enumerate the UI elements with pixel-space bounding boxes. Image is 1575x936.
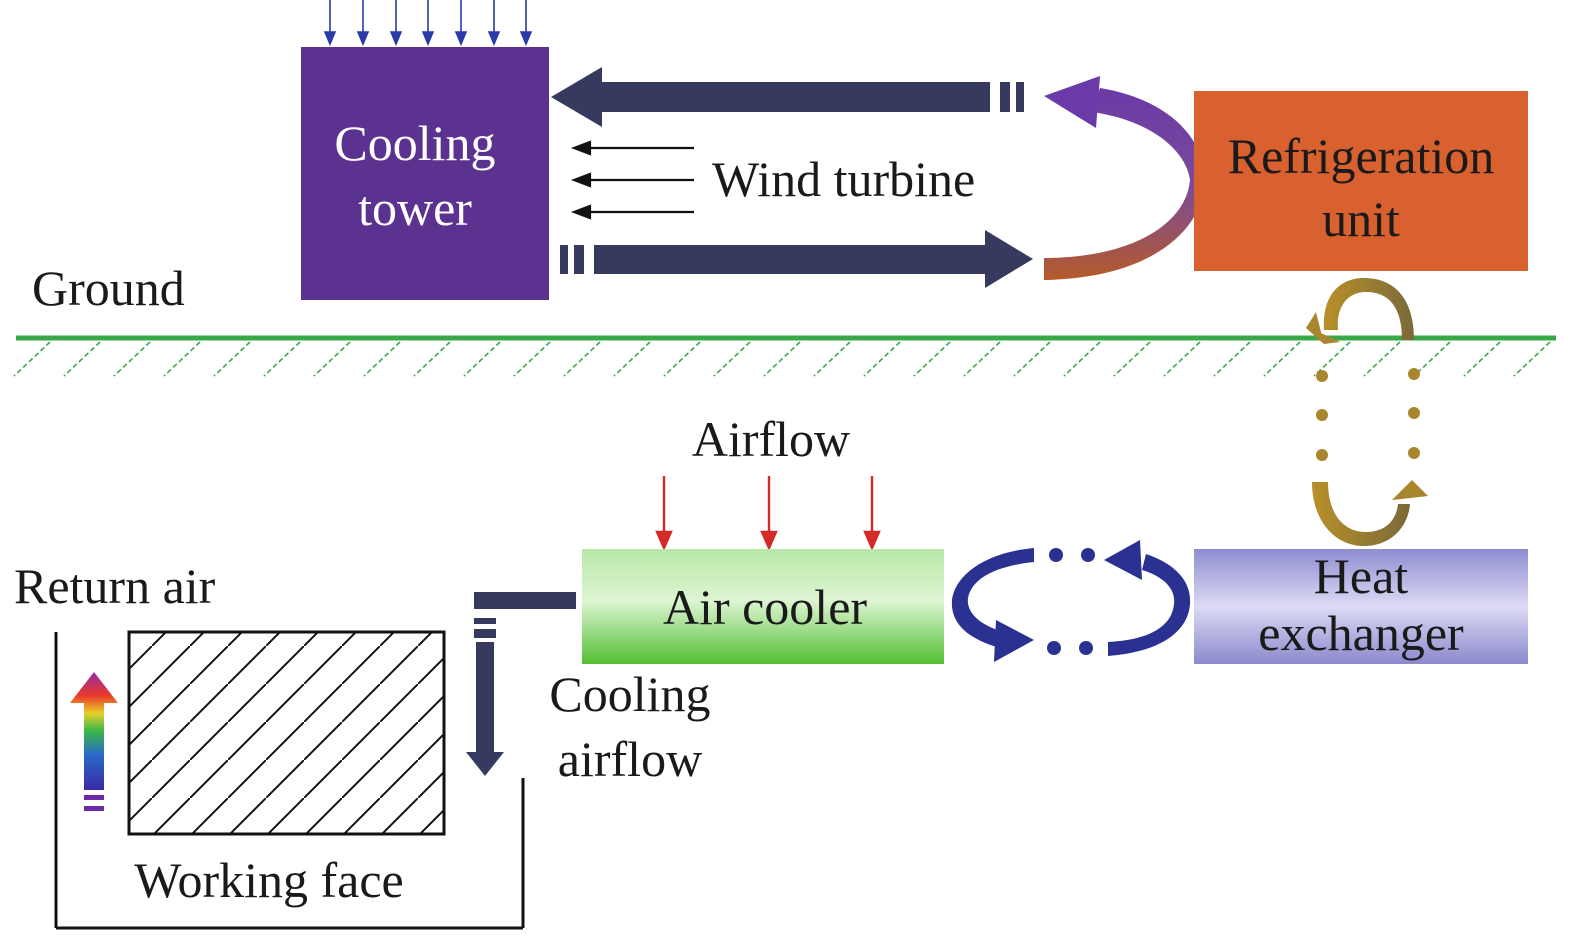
- rain-arrows: [323, 0, 533, 47]
- wind-turbine-label: Wind turbine: [712, 151, 975, 207]
- cooling-airflow-label-line1: Cooling: [549, 666, 710, 722]
- coal-seam-block: [127, 630, 446, 836]
- return-air-arrow: [70, 672, 118, 811]
- refrigerant-loop-arrow: [1044, 76, 1206, 280]
- cooling-tower-label-line1: Cooling: [334, 115, 495, 171]
- wind-arrows: [570, 140, 694, 220]
- return-air-label: Return air: [14, 558, 216, 614]
- cooling-tower-label-line2: tower: [358, 180, 472, 236]
- heat-exchanger-label-line1: Heat: [1314, 548, 1408, 604]
- supply-water-arrow: [560, 230, 1033, 288]
- heat-exchanger-label-line2: exchanger: [1258, 605, 1464, 661]
- refrigeration-unit-box: [1194, 91, 1528, 271]
- ground-label: Ground: [32, 260, 185, 316]
- cooling-airflow-arrow: [466, 592, 576, 776]
- refrigeration-unit-label-line1: Refrigeration: [1228, 128, 1495, 184]
- cooling-airflow-label-line2: airflow: [558, 731, 702, 787]
- cooling-tower-box: [301, 47, 549, 300]
- working-face-label: Working face: [134, 852, 403, 908]
- airflow-label: Airflow: [692, 411, 850, 467]
- gold-loop-arrow: [1306, 278, 1428, 546]
- air-cooler-label: Air cooler: [663, 579, 867, 635]
- airflow-arrows: [655, 476, 881, 551]
- heat-exchanger-box: [1194, 549, 1528, 664]
- air-cooler-box: [582, 549, 944, 664]
- return-water-arrow: [551, 67, 1024, 127]
- blue-exchange-loop: [951, 540, 1191, 662]
- ground-hatching: [13, 341, 1551, 377]
- refrigeration-unit-label-line2: unit: [1322, 191, 1400, 247]
- working-face-enclosure: [54, 630, 525, 930]
